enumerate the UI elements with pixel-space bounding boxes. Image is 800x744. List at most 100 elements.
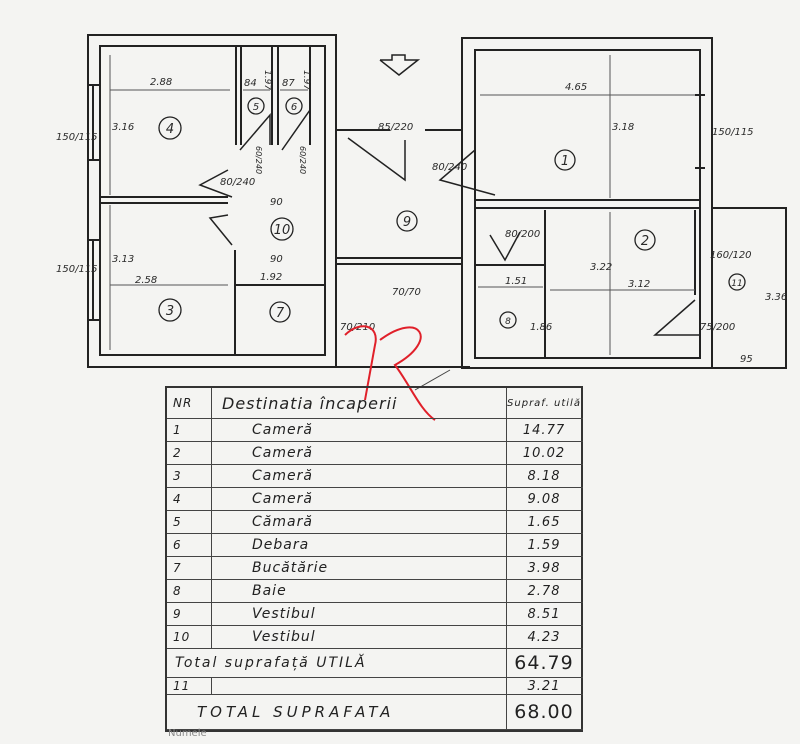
row-area: 4.23 (506, 626, 583, 648)
left-block-outer-wall (87, 34, 337, 368)
row-nr: 11 (167, 678, 212, 694)
door-label: 75/200 (700, 322, 735, 333)
dim-label: 84 (244, 78, 257, 89)
row-destination: Baie (252, 583, 287, 599)
row-area: 10.02 (506, 442, 583, 464)
row-nr: 7 (167, 557, 212, 579)
room-number: 3 (166, 304, 174, 319)
row-area: 3.21 (506, 678, 583, 694)
row-destination: Cameră (252, 422, 313, 438)
row-destination: Cameră (252, 491, 313, 507)
dim-label: 1.97 (301, 70, 311, 90)
room-number: 10 (274, 223, 291, 238)
header-area: Supraf. utilă (506, 388, 583, 418)
door-label: 60/240 (254, 146, 263, 174)
room-number: 2 (641, 234, 649, 249)
table-row: 7 Bucătărie 3.98 (167, 557, 583, 580)
window-label: 150/115 (56, 264, 98, 275)
window-label: 150/115 (56, 132, 98, 143)
room-number: 1 (561, 154, 569, 169)
table-row: 3 Cameră 8.18 (167, 465, 583, 488)
row-nr: 9 (167, 603, 212, 625)
row-destination: Debara (252, 537, 310, 553)
row-destination: Cameră (252, 445, 313, 461)
table-header: NR Destinatia încaperii Supraf. utilă (167, 388, 583, 419)
right-block-outer-wall (461, 37, 713, 369)
dim-label: 3.36 (765, 292, 787, 303)
dim-label: 95 (740, 354, 753, 365)
row-nr: 3 (167, 465, 212, 487)
row-area: 2.78 (506, 580, 583, 602)
window-label: 150/115 (712, 127, 754, 138)
row-destination: Cameră (252, 468, 313, 484)
row-area: 3.98 (506, 557, 583, 579)
table-row: 5 Cămară 1.65 (167, 511, 583, 534)
total-useful-label: Total suprafață UTILĂ (175, 655, 367, 671)
dim-label: 3.18 (612, 122, 634, 133)
row-nr: 8 (167, 580, 212, 602)
total-label: TOTAL SUPRAFATA (197, 703, 395, 721)
dim-label: 90 (270, 254, 283, 265)
room-number: 8 (505, 317, 511, 327)
total-useful-row: Total suprafață UTILĂ 64.79 (167, 649, 583, 678)
balcony-outline (711, 207, 787, 369)
dim-label: 1.97 (262, 70, 272, 90)
row-nr: 1 (167, 419, 212, 441)
table-row: 6 Debara 1.59 (167, 534, 583, 557)
row-area: 14.77 (506, 419, 583, 441)
dim-label: 3.16 (112, 122, 134, 133)
room-number: 11 (731, 279, 742, 289)
dim-label: 2.58 (135, 275, 157, 286)
row-nr: 10 (167, 626, 212, 648)
door-label: 80/240 (432, 162, 467, 173)
dim-label: 4.65 (565, 82, 587, 93)
table-row: 11 3.21 (167, 678, 583, 695)
table-row: 1 Cameră 14.77 (167, 419, 583, 442)
dim-label: 87 (282, 78, 295, 89)
header-nr: NR (167, 388, 212, 418)
dim-label: 1.92 (260, 272, 282, 283)
header-destination: Destinatia încaperii (222, 393, 398, 413)
dim-label: 1.86 (530, 322, 552, 333)
door-label: 80/240 (220, 177, 255, 188)
dim-label: 3.22 (590, 262, 612, 273)
room-number: 9 (403, 215, 411, 230)
room-number: 7 (276, 306, 285, 321)
row-nr: 2 (167, 442, 212, 464)
total-row: TOTAL SUPRAFATA 68.00 (167, 695, 583, 730)
row-nr: 6 (167, 534, 212, 556)
dim-label: 90 (270, 197, 283, 208)
row-area: 1.59 (506, 534, 583, 556)
door-label: 85/220 (378, 122, 413, 133)
row-destination: Cămară (252, 514, 313, 530)
dim-label: 2.88 (150, 77, 172, 88)
entrance-arrow (379, 54, 421, 76)
window-label: 160/120 (710, 250, 752, 261)
row-destination: Bucătărie (252, 560, 329, 576)
row-area: 8.18 (506, 465, 583, 487)
row-nr: 5 (167, 511, 212, 533)
door-label: 60/240 (298, 146, 307, 174)
table-row: 9 Vestibul 8.51 (167, 603, 583, 626)
dim-label: 1.51 (505, 276, 527, 287)
room-number: 6 (291, 102, 297, 113)
total-value: 68.00 (506, 695, 583, 729)
row-nr: 4 (167, 488, 212, 510)
table-row: 8 Baie 2.78 (167, 580, 583, 603)
row-destination: Vestibul (252, 606, 316, 622)
dim-label: 3.13 (112, 254, 134, 265)
footer-text: Numele (168, 728, 207, 739)
table-row: 4 Cameră 9.08 (167, 488, 583, 511)
row-area: 9.08 (506, 488, 583, 510)
row-destination: Vestibul (252, 629, 316, 645)
row-area: 8.51 (506, 603, 583, 625)
left-block-inner-wall (99, 45, 326, 356)
door-label: 70/70 (392, 287, 421, 298)
dim-label: 3.12 (628, 279, 650, 290)
table-row: 2 Cameră 10.02 (167, 442, 583, 465)
row-area: 1.65 (506, 511, 583, 533)
table-row: 10 Vestibul 4.23 (167, 626, 583, 649)
